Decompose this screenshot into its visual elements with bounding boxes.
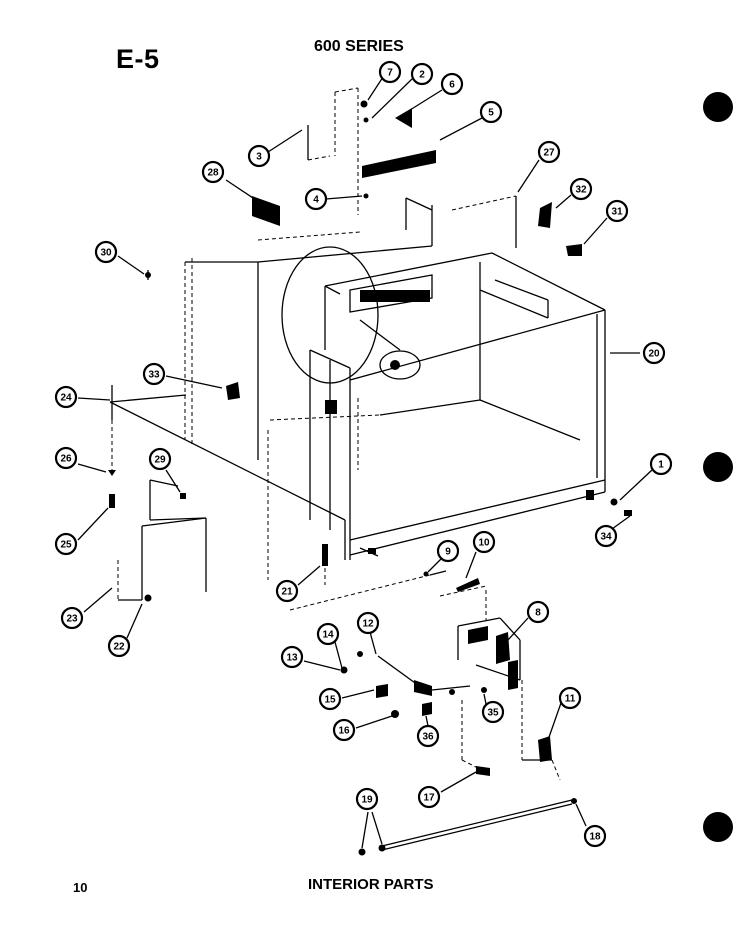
callout-label: 8 <box>535 608 541 619</box>
callout-label: 25 <box>60 540 72 551</box>
callout-20: 20 <box>642 341 666 365</box>
callout-8: 8 <box>526 600 550 624</box>
callout-label: 33 <box>148 370 160 381</box>
callout-5: 5 <box>479 100 503 124</box>
callout-label: 6 <box>449 80 455 91</box>
callout-10: 10 <box>472 530 496 554</box>
callout-label: 10 <box>478 538 490 549</box>
callout-label: 7 <box>387 68 393 79</box>
callout-14: 14 <box>316 622 340 646</box>
callout-label: 28 <box>207 168 219 179</box>
callout-27: 27 <box>537 140 561 164</box>
callout-7: 7 <box>378 60 402 84</box>
callout-label: 14 <box>322 630 334 641</box>
callout-1: 1 <box>649 452 673 476</box>
callout-label: 35 <box>487 708 499 719</box>
cabinet-frame <box>109 197 606 580</box>
callout-label: 4 <box>313 195 319 206</box>
callout-24: 24 <box>54 385 78 409</box>
callout-label: 21 <box>281 587 293 598</box>
top-parts <box>145 87 582 280</box>
callout-label: 34 <box>600 532 612 543</box>
footer-title: INTERIOR PARTS <box>308 876 434 893</box>
callout-label: 29 <box>154 455 166 466</box>
callout-22: 22 <box>107 634 131 658</box>
callout-label: 20 <box>648 349 660 360</box>
callout-label: 22 <box>113 642 125 653</box>
series-label: 600 SERIES <box>314 38 404 55</box>
callout-label: 19 <box>361 795 373 806</box>
callout-label: 23 <box>66 614 78 625</box>
callout-label: 11 <box>565 694 576 705</box>
callout-30: 30 <box>94 240 118 264</box>
callout-9: 9 <box>436 539 460 563</box>
callout-label: 1 <box>658 460 664 471</box>
callout-29: 29 <box>148 447 172 471</box>
callout-17: 17 <box>417 785 441 809</box>
callout-19: 19 <box>355 787 379 811</box>
callout-label: 13 <box>286 653 298 664</box>
callout-label: 2 <box>419 70 425 81</box>
callout-label: 18 <box>589 832 601 843</box>
callout-label: 36 <box>422 732 434 743</box>
callout-35: 35 <box>481 700 505 724</box>
callout-label: 16 <box>338 726 350 737</box>
callout-label: 15 <box>324 695 336 706</box>
callout-34: 34 <box>594 524 618 548</box>
callout-15: 15 <box>318 687 342 711</box>
callout-label: 27 <box>543 148 555 159</box>
callout-31: 31 <box>605 199 629 223</box>
callout-label: 12 <box>362 619 374 630</box>
callout-21: 21 <box>275 579 299 603</box>
left-side-parts <box>108 382 328 602</box>
callout-4: 4 <box>304 187 328 211</box>
callout-label: 24 <box>60 393 72 404</box>
binder-hole <box>703 92 733 122</box>
callout-33: 33 <box>142 362 166 386</box>
leader-lines <box>77 76 653 849</box>
lower-parts <box>289 490 632 856</box>
callout-16: 16 <box>332 718 356 742</box>
callout-18: 18 <box>583 824 607 848</box>
callout-label: 32 <box>575 185 587 196</box>
binder-hole <box>703 812 733 842</box>
callout-26: 26 <box>54 446 78 470</box>
callout-label: 31 <box>611 207 623 218</box>
callout-28: 28 <box>201 160 225 184</box>
callout-11: 11 <box>558 686 582 710</box>
callout-3: 3 <box>247 144 271 168</box>
page-number: 10 <box>73 880 88 895</box>
callout-32: 32 <box>569 177 593 201</box>
callout-12: 12 <box>356 611 380 635</box>
callout-23: 23 <box>60 606 84 630</box>
callout-label: 5 <box>488 108 494 119</box>
callout-label: 26 <box>60 454 72 465</box>
callout-label: 30 <box>100 248 112 259</box>
callout-6: 6 <box>440 72 464 96</box>
callout-label: 3 <box>256 152 262 163</box>
callout-36: 36 <box>416 724 440 748</box>
callout-13: 13 <box>280 645 304 669</box>
binder-hole <box>703 452 733 482</box>
callout-label: 17 <box>423 793 435 804</box>
page-label: E-5 <box>116 44 160 74</box>
callout-2: 2 <box>410 62 434 86</box>
callout-label: 9 <box>445 547 451 558</box>
callout-25: 25 <box>54 532 78 556</box>
